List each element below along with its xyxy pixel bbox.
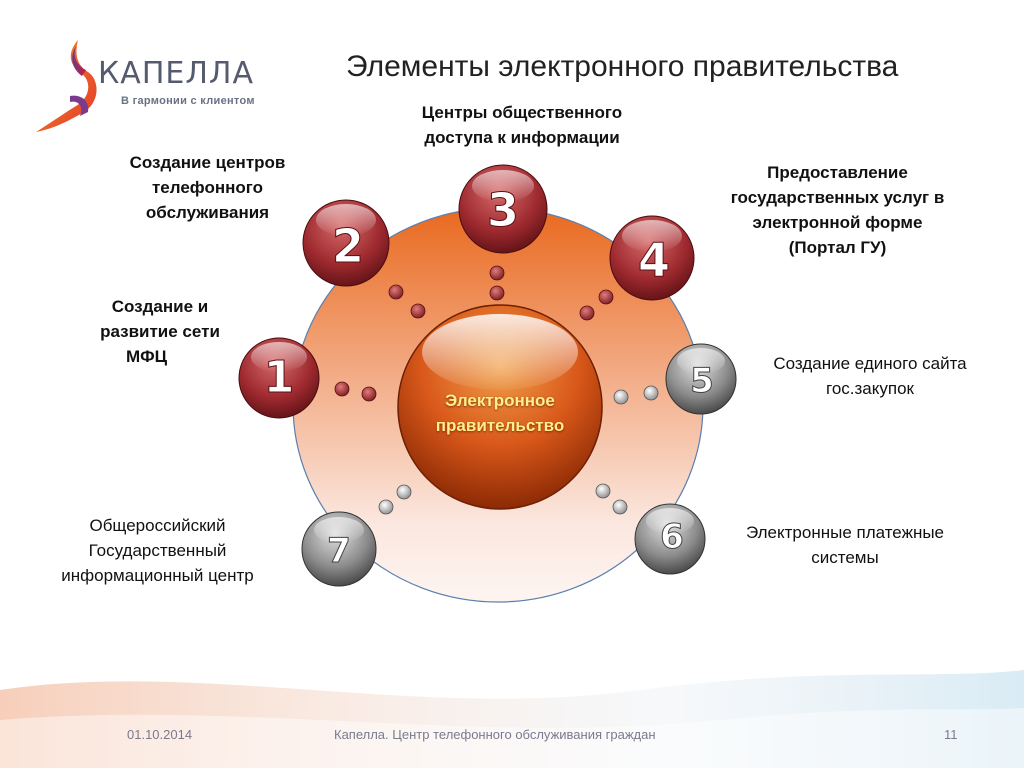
node-label-3-line: доступа к информации — [424, 128, 620, 147]
connector-dot — [396, 484, 412, 500]
brand-tagline: В гармонии с клиентом — [121, 95, 255, 107]
node-label-1: Создание и развитие сети МФЦ — [60, 294, 260, 369]
slide-title: Элементы электронного правительства — [346, 50, 899, 83]
node-number-4: 4 — [638, 233, 670, 287]
ribbon-s-logo-icon — [36, 40, 97, 132]
node-label-4-line: (Портал ГУ) — [788, 238, 887, 257]
node-ball-3: 3 — [458, 164, 548, 254]
connector-dot — [595, 483, 611, 499]
node-label-7-line: Государственный — [88, 541, 227, 560]
node-number-7: 7 — [327, 531, 351, 571]
node-label-4-line: государственных услуг в — [730, 188, 945, 207]
connector-dot — [598, 289, 614, 305]
connector-dot — [378, 499, 394, 515]
connector-dots — [334, 265, 659, 515]
node-label-1-line: развитие сети — [100, 322, 220, 341]
node-label-2: Создание центров телефонного обслуживани… — [100, 150, 315, 225]
node-ball-6: 6 — [634, 503, 706, 575]
node-label-4-line: электронной форме — [752, 213, 923, 232]
node-label-6-line: Электронные платежные — [745, 523, 945, 542]
node-number-6: 6 — [660, 517, 684, 557]
brand-name: КАПЕЛЛА — [98, 56, 254, 91]
node-label-7: Общероссийский Государственный информаци… — [30, 513, 285, 588]
connector-dot — [612, 499, 628, 515]
connector-dot — [489, 285, 505, 301]
node-label-6: Электронные платежные системы — [715, 520, 975, 570]
node-label-1-line: Создание и — [111, 297, 209, 316]
node-ball-5: 5 — [665, 343, 737, 415]
node-ball-7: 7 — [301, 511, 377, 587]
node-ball-1: 1 — [238, 337, 320, 419]
center-label: Электронное правительство — [400, 388, 600, 438]
footer-page-number: 11 — [944, 727, 958, 742]
node-label-5: Создание единого сайта гос.закупок — [745, 351, 995, 401]
node-ball-4: 4 — [609, 215, 695, 301]
connector-dot — [334, 381, 350, 397]
footer-wave-decoration — [0, 670, 1024, 768]
connector-dot — [579, 305, 595, 321]
connector-dot — [489, 265, 505, 281]
connector-dot — [643, 385, 659, 401]
center-ball — [397, 304, 603, 510]
node-label-3-line: Центры общественного — [421, 103, 623, 122]
node-label-2-line: телефонного — [151, 178, 263, 197]
node-label-4-line: Предоставление — [767, 163, 908, 182]
node-label-4: Предоставление государственных услуг в э… — [700, 160, 975, 260]
node-label-5-line: Создание единого сайта — [773, 354, 967, 373]
footer-caption: Капелла. Центр телефонного обслуживания … — [334, 727, 656, 742]
node-number-5: 5 — [690, 361, 714, 401]
node-label-7-line: информационный центр — [61, 566, 254, 585]
node-label-2-line: обслуживания — [145, 203, 270, 222]
connector-dot — [613, 389, 629, 405]
center-label-line-2: правительство — [435, 416, 565, 435]
node-label-6-line: системы — [811, 548, 879, 567]
center-label-line-1: Электронное — [445, 391, 555, 410]
connector-dot — [410, 303, 426, 319]
node-label-5-line: гос.закупок — [826, 379, 914, 398]
node-number-3: 3 — [487, 183, 519, 237]
node-ball-2: 2 — [302, 199, 390, 287]
node-label-1-line: МФЦ — [126, 347, 168, 366]
node-label-7-line: Общероссийский — [89, 516, 226, 535]
node-number-2: 2 — [332, 219, 364, 273]
footer-date: 01.10.2014 — [127, 727, 193, 742]
node-number-1: 1 — [264, 352, 295, 403]
node-label-3: Центры общественного доступа к информаци… — [392, 100, 652, 150]
node-label-2-line: Создание центров — [129, 153, 286, 172]
connector-dot — [388, 284, 404, 300]
connector-dot — [361, 386, 377, 402]
